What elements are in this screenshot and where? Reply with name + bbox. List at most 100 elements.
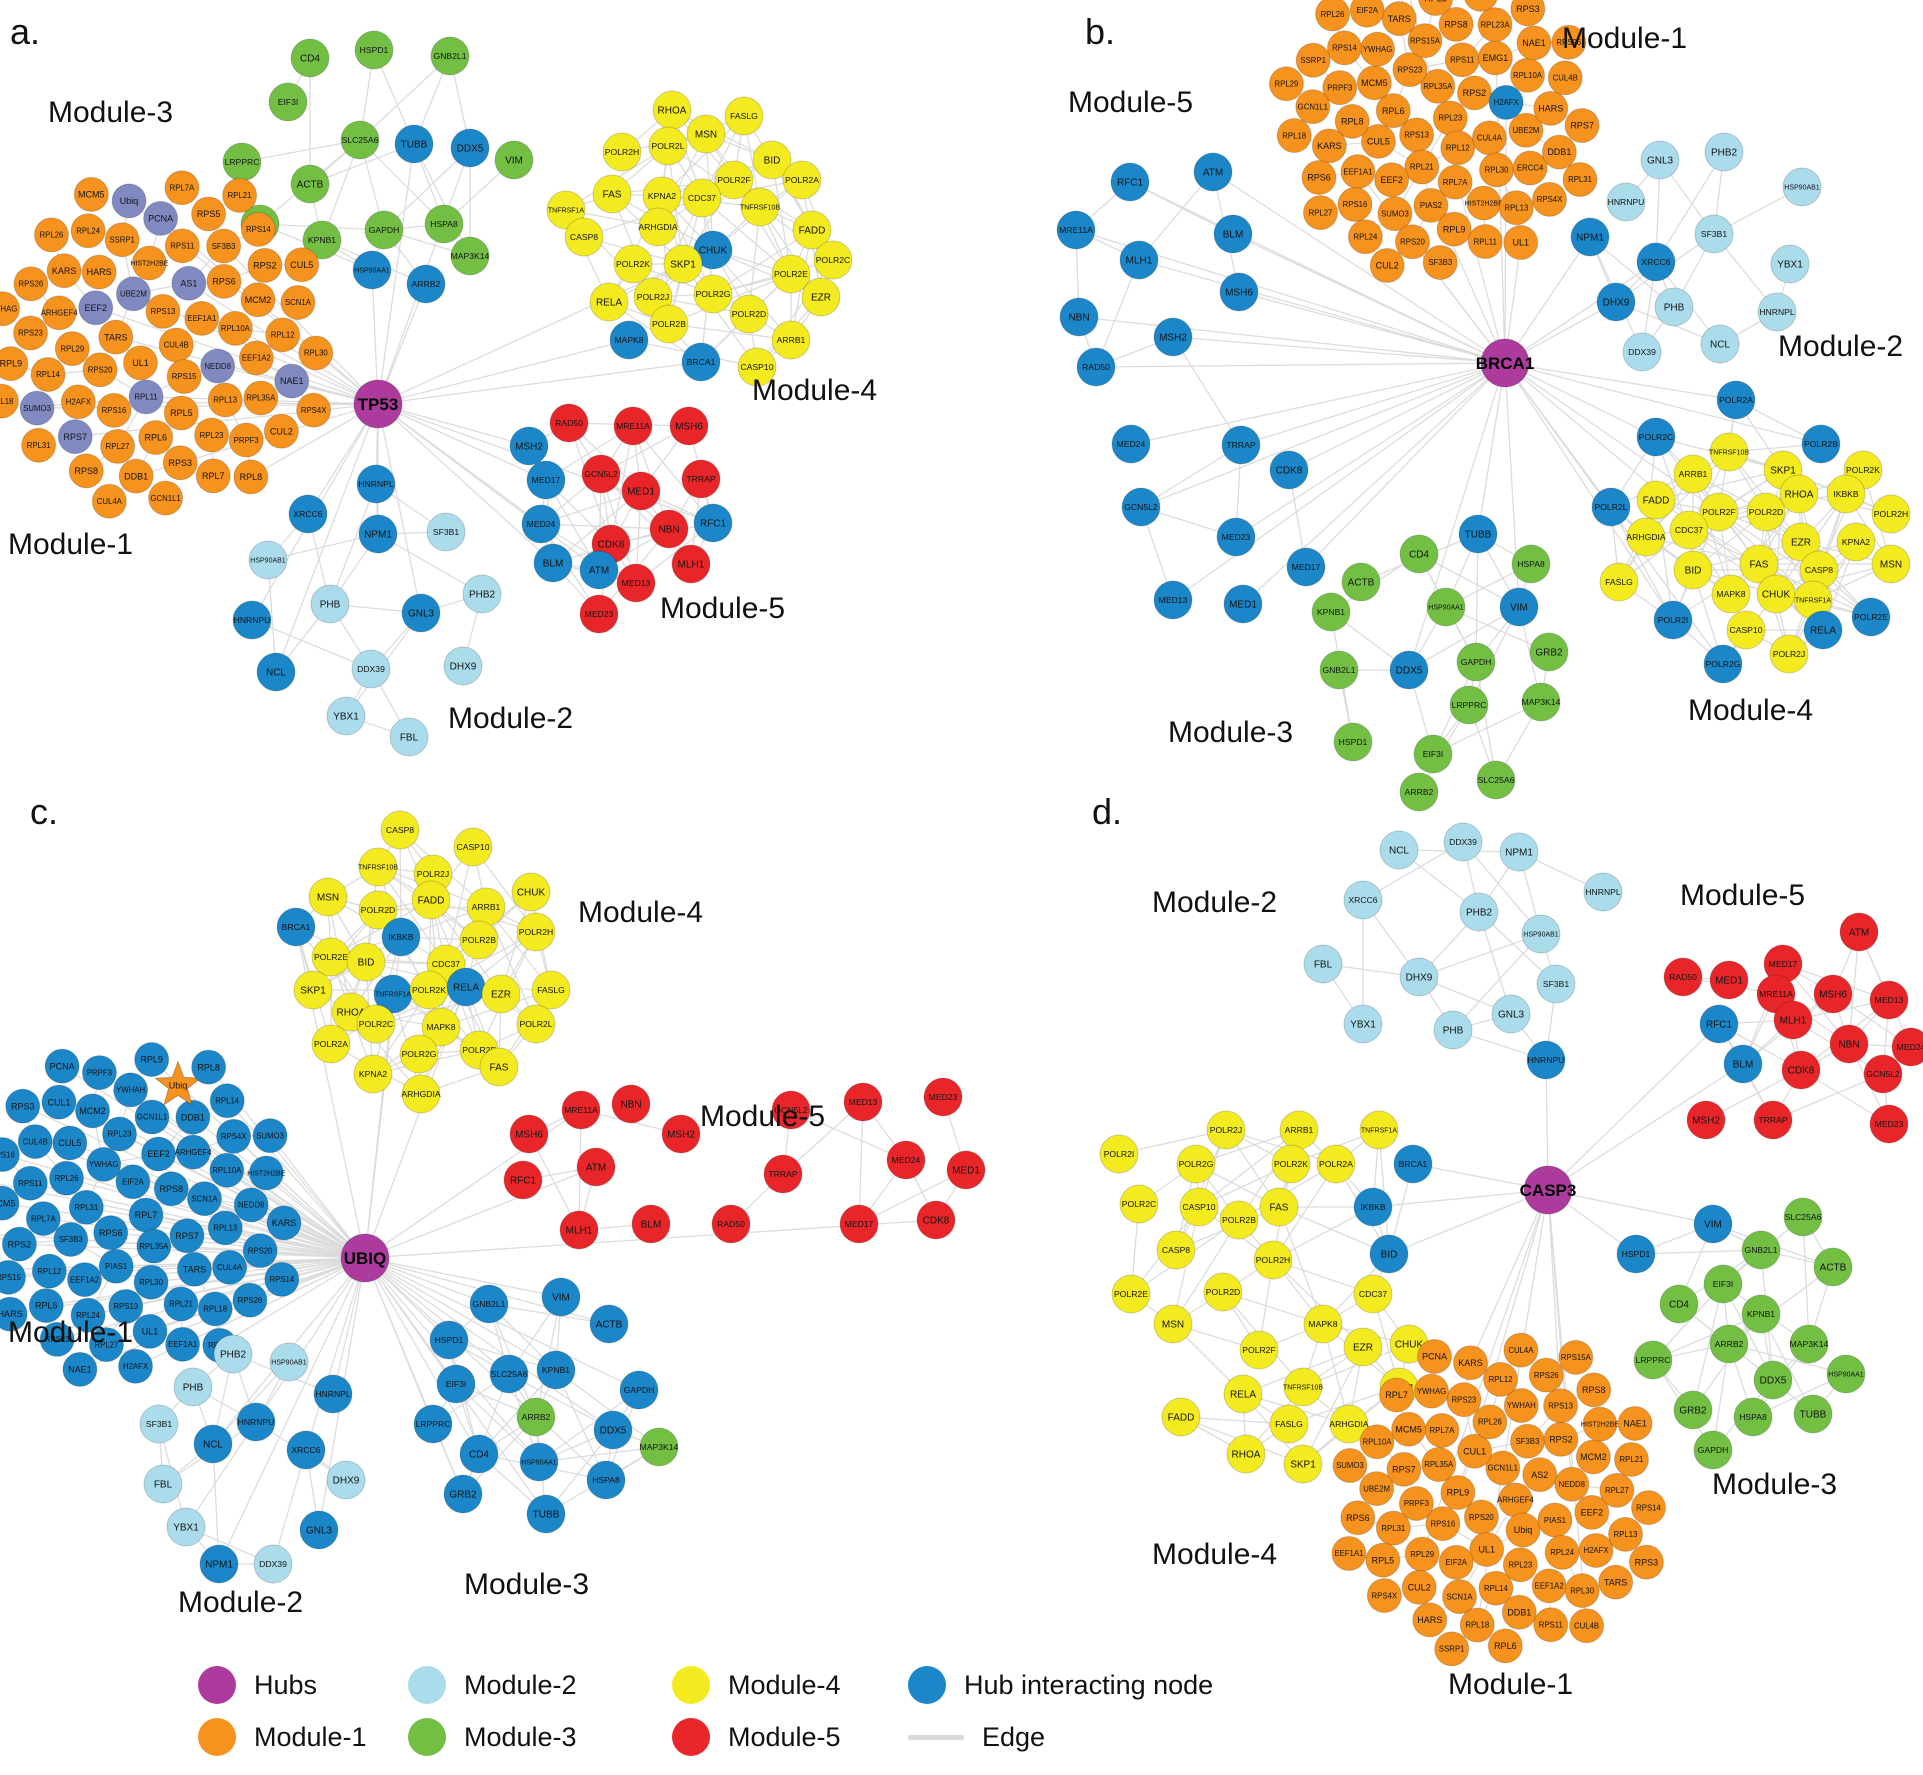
- node-label: RPS23: [1398, 65, 1423, 74]
- node-label: RPL18: [0, 397, 13, 406]
- node-label: KPNB1: [542, 1365, 570, 1375]
- node-label: POLR2G: [1706, 659, 1741, 669]
- node-phb: PHB: [1654, 287, 1694, 327]
- node-eif2a: EIF2A: [1438, 1544, 1474, 1580]
- node-cul4a: CUL4A: [212, 1249, 248, 1285]
- node-polr2a: POLR2A: [1316, 1144, 1356, 1184]
- node-ddx39: DDX39: [1443, 822, 1483, 862]
- node-label: RPS16: [1431, 1519, 1456, 1528]
- node-label: CASP10: [741, 362, 774, 372]
- node-label: HSP90AB1: [1784, 184, 1820, 191]
- node-label: DDX5: [1760, 1376, 1787, 1387]
- node-eif3i: EIF3I: [1703, 1264, 1743, 1304]
- node-label: ACTB: [1820, 1263, 1847, 1274]
- node-label: GAPDH: [624, 1385, 655, 1395]
- node-label: RHOA: [658, 106, 687, 117]
- hub-label: CASP3: [1520, 1181, 1577, 1200]
- node-gnb2l1: GNB2L1: [430, 36, 470, 76]
- node-label: NAE1: [1623, 1419, 1647, 1429]
- node-label: RPS6: [99, 1228, 123, 1238]
- node-label: SUMO3: [1336, 1461, 1364, 1470]
- node-actb: ACTB: [589, 1304, 629, 1344]
- node-label: ARRB1: [472, 902, 501, 912]
- node-label: PHB: [1443, 1026, 1464, 1037]
- node-ssrp1: SSRP1: [1295, 42, 1331, 78]
- node-label: CUL4B: [1574, 1621, 1599, 1630]
- node-as1: AS1: [171, 265, 207, 301]
- node-rps16: RPS16: [1425, 1506, 1461, 1542]
- node-polr2c: POLR2C: [813, 240, 853, 280]
- node-label: EZR: [491, 990, 511, 1001]
- node-med17: MED17: [526, 460, 566, 500]
- node-label: NCL: [1710, 340, 1730, 351]
- node-label: POLR2H: [1256, 1255, 1290, 1265]
- node-hspd1: HSPD1: [1333, 722, 1373, 762]
- node-polr2a: POLR2A: [311, 1024, 351, 1064]
- node-label: EIF3I: [1423, 749, 1444, 759]
- node-label: PIAS1: [105, 1262, 127, 1271]
- node-label: DHX9: [1603, 298, 1630, 309]
- node-hsp90ab1: HSP90AB1: [1782, 167, 1822, 207]
- node-label: EZR: [1791, 538, 1811, 549]
- node-rps7: RPS7: [169, 1218, 205, 1254]
- node-label: POLR2H: [1874, 509, 1908, 519]
- panel-letter: d.: [1092, 791, 1122, 832]
- node-label: POLR2E: [1854, 612, 1888, 622]
- node-tubb: TUBB: [394, 124, 434, 164]
- node-eef1a1: EEF1A1: [1331, 1536, 1367, 1572]
- node-label: MAP3K14: [1790, 1339, 1829, 1349]
- node-label: RPL8: [1341, 117, 1364, 127]
- node-sumo3: SUMO3: [252, 1118, 288, 1154]
- node-label: EEF1A1: [187, 314, 216, 323]
- node-polr2e: POLR2E: [771, 254, 811, 294]
- node-label: RPS2: [1463, 88, 1487, 98]
- node-label: KARS: [272, 1218, 297, 1228]
- panel-letter: b.: [1085, 11, 1115, 52]
- node-label: SLC25A6: [1478, 775, 1515, 785]
- node-label: SLC25A6: [491, 1369, 528, 1379]
- node-label: UL1: [1512, 238, 1529, 248]
- node-label: RPL8: [240, 472, 263, 482]
- node-cul5: CUL5: [284, 247, 320, 283]
- node-label: DHX9: [333, 1476, 360, 1487]
- module-label: Module-2: [448, 702, 573, 735]
- node-actb: ACTB: [1813, 1247, 1853, 1287]
- node-label: GAPDH: [1698, 1445, 1729, 1455]
- node-dhx9: DHX9: [1596, 282, 1636, 322]
- node-label: MCM2: [1580, 1452, 1607, 1462]
- node-label: CUL5: [1367, 136, 1390, 146]
- node-arhgef4: ARHGEF4: [41, 295, 78, 331]
- node-label: RPS3: [1516, 4, 1540, 14]
- node-rpl7a: RPL7A: [25, 1201, 61, 1237]
- node-rpl27: RPL27: [1599, 1472, 1635, 1508]
- module-label: Module-5: [660, 592, 785, 625]
- node-label: PHB: [183, 1383, 204, 1394]
- node-rpl27: RPL27: [100, 428, 136, 464]
- node-rpl13: RPL13: [207, 1210, 243, 1246]
- node-arhgdia: ARHGDIA: [638, 207, 678, 247]
- node-rpl7a: RPL7A: [1437, 164, 1473, 200]
- node-eef1a2: EEF1A2: [238, 340, 274, 376]
- node-label: MCM5: [1361, 78, 1388, 88]
- node-rpl23a: RPL23A: [1477, 7, 1513, 43]
- node-label: GRB2: [1535, 648, 1563, 659]
- node-rpl35a: RPL35A: [1420, 68, 1456, 104]
- node-rpl12: RPL12: [1440, 130, 1476, 166]
- node-ybx1: YBX1: [326, 696, 366, 736]
- node-ywhag: YWHAG: [1360, 31, 1396, 67]
- node-pias1: PIAS1: [98, 1248, 134, 1284]
- node-ikbkb: IKBKB: [1826, 474, 1866, 514]
- hub-label: BRCA1: [1476, 354, 1535, 373]
- node-rpl21: RPL21: [163, 1286, 199, 1322]
- node-label: FADD: [1168, 1413, 1195, 1424]
- node-bid: BID: [1369, 1234, 1409, 1274]
- node-hsp90aa1: HSP90AA1: [1826, 1354, 1866, 1394]
- node-fadd: FADD: [411, 880, 451, 920]
- node-rpl30: RPL30: [298, 335, 334, 371]
- node-fas: FAS: [1259, 1187, 1299, 1227]
- node-label: LRPPRC: [1452, 700, 1487, 710]
- node-label: CUL5: [290, 260, 313, 270]
- node-label: RPS16: [0, 1150, 15, 1159]
- node-label: SUMO3: [23, 404, 51, 413]
- node-label: RPS8: [160, 1184, 184, 1194]
